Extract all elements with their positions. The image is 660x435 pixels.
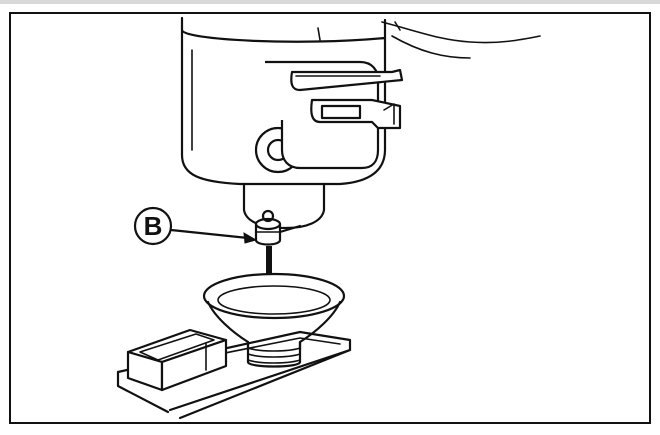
filter-housing <box>180 16 387 230</box>
drain-plug <box>254 209 302 246</box>
background-hose <box>381 21 541 59</box>
callout-b-circle <box>133 206 173 246</box>
lever-assembly <box>265 60 404 170</box>
callout-b: B <box>133 206 258 246</box>
callout-b-label: B <box>144 211 163 241</box>
figure-frame <box>9 12 651 424</box>
funnel <box>202 272 346 368</box>
container-tray <box>116 328 352 420</box>
cropped-top-strip <box>0 0 660 4</box>
callout-b-leader <box>169 228 250 240</box>
callout-b-arrowhead <box>243 232 258 244</box>
